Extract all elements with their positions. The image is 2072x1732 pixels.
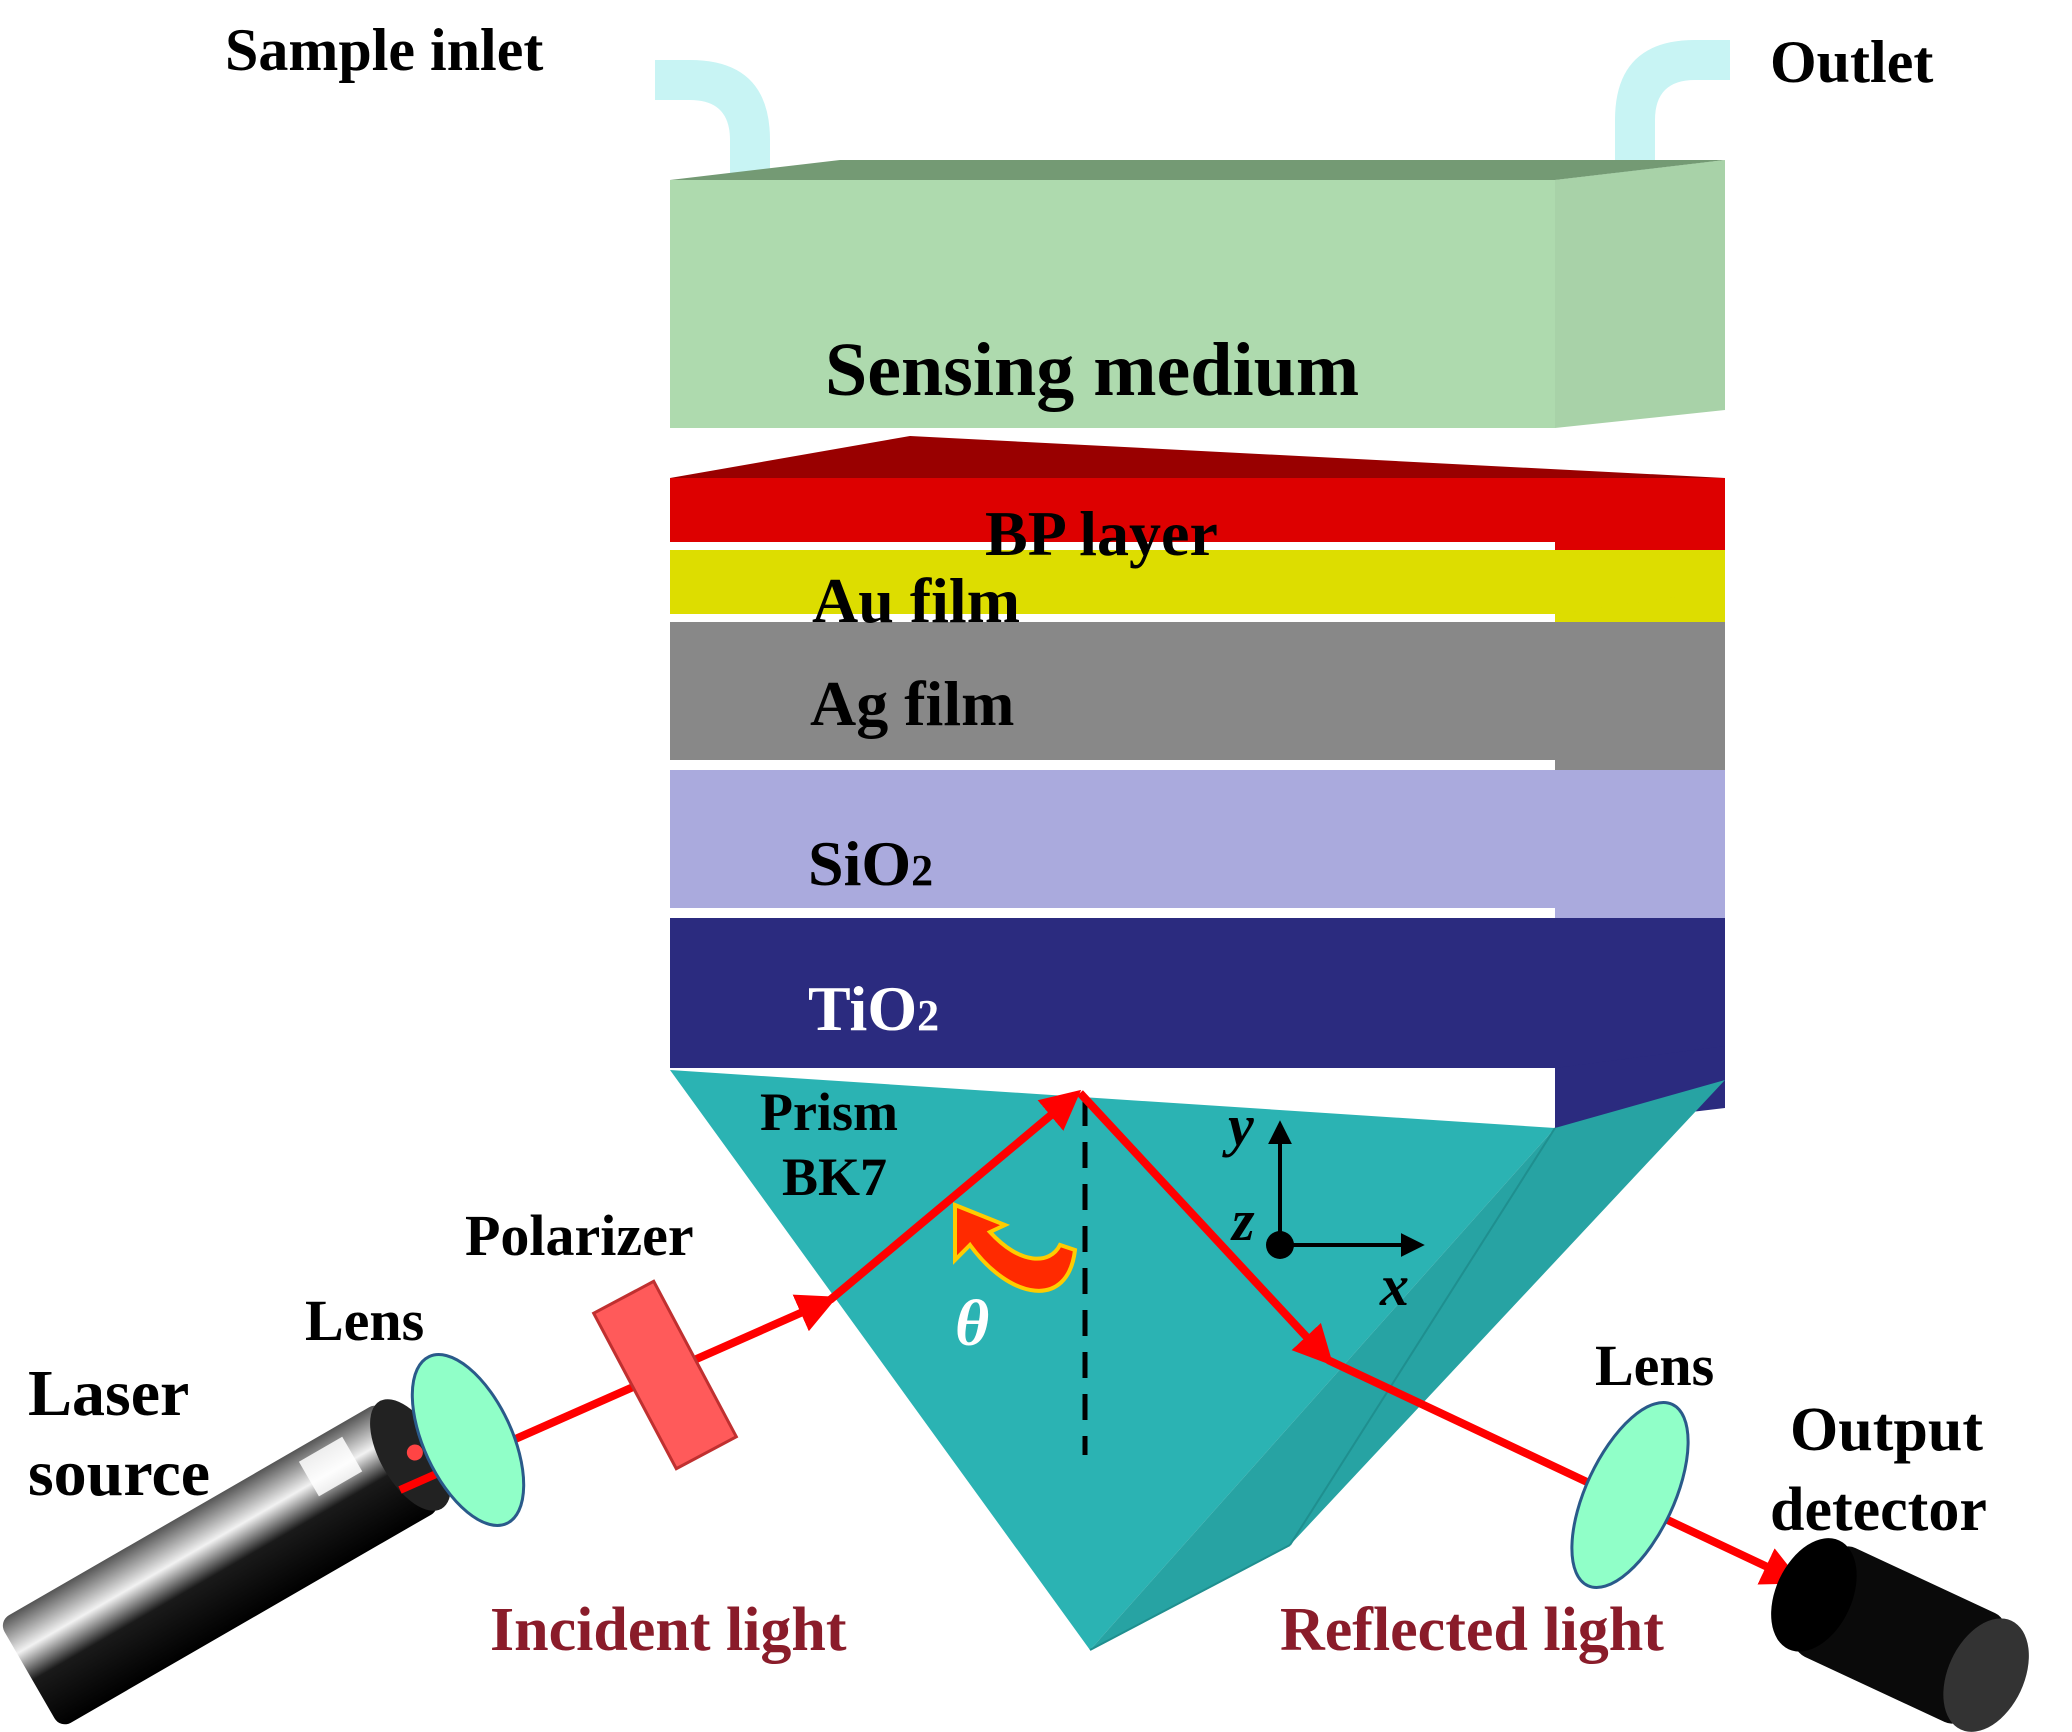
lens-left-label: Lens — [305, 1288, 424, 1353]
sample-inlet-label: Sample inlet — [225, 17, 543, 83]
reflected-beam-to-detector — [1326, 1356, 1803, 1585]
outlet-tube — [1615, 40, 1730, 185]
axis-x-label: x — [1379, 1253, 1409, 1318]
sio2-label: SiO2 — [808, 828, 933, 899]
reflected-beam-in-prism — [1077, 1090, 1334, 1366]
prism-label-line2: BK7 — [782, 1147, 887, 1207]
theta-angle-arrow — [953, 1202, 1078, 1293]
tio2-label-sub: 2 — [917, 991, 939, 1040]
output-detector-label-line1: Output — [1790, 1396, 1983, 1464]
sensing-medium-block — [670, 160, 1725, 428]
tio2-label: TiO2 — [808, 973, 939, 1044]
lens-right — [1570, 1400, 1690, 1590]
axis-z-label: z — [1230, 1188, 1255, 1253]
bp-layer-label: BP layer — [985, 498, 1218, 569]
incident-light-label: Incident light — [490, 1596, 847, 1664]
polarizer — [591, 1279, 739, 1471]
output-detector — [1771, 1538, 2029, 1732]
axis-y-label: y — [1222, 1093, 1254, 1158]
prism-bk7 — [670, 1070, 1725, 1651]
tio2-label-main: TiO — [808, 973, 917, 1044]
laser-source-label-line1: Laser — [28, 1357, 189, 1430]
lens-left — [410, 1353, 526, 1527]
au-film-label: Au film — [812, 565, 1020, 636]
polarizer-label: Polarizer — [465, 1203, 694, 1268]
sample-inlet-tube — [655, 60, 770, 178]
outlet-label: Outlet — [1770, 29, 1933, 95]
laser-source — [2, 1399, 451, 1725]
incident-beam-in-prism — [827, 1089, 1082, 1304]
prism-label-line1: Prism — [760, 1082, 898, 1142]
theta-symbol: θ — [955, 1287, 989, 1360]
sio2-label-main: SiO — [808, 828, 911, 899]
reflected-light-label: Reflected light — [1280, 1596, 1664, 1664]
lens-right-label: Lens — [1595, 1333, 1714, 1398]
sio2-label-sub: 2 — [911, 846, 933, 895]
coordinate-axes — [1266, 1120, 1425, 1259]
ag-film-label: Ag film — [810, 668, 1014, 739]
output-detector-label-line2: detector — [1770, 1476, 1987, 1544]
laser-source-label-line2: source — [28, 1437, 210, 1510]
sensing-medium-label: Sensing medium — [825, 328, 1359, 412]
z-axis-dot — [1266, 1231, 1294, 1259]
